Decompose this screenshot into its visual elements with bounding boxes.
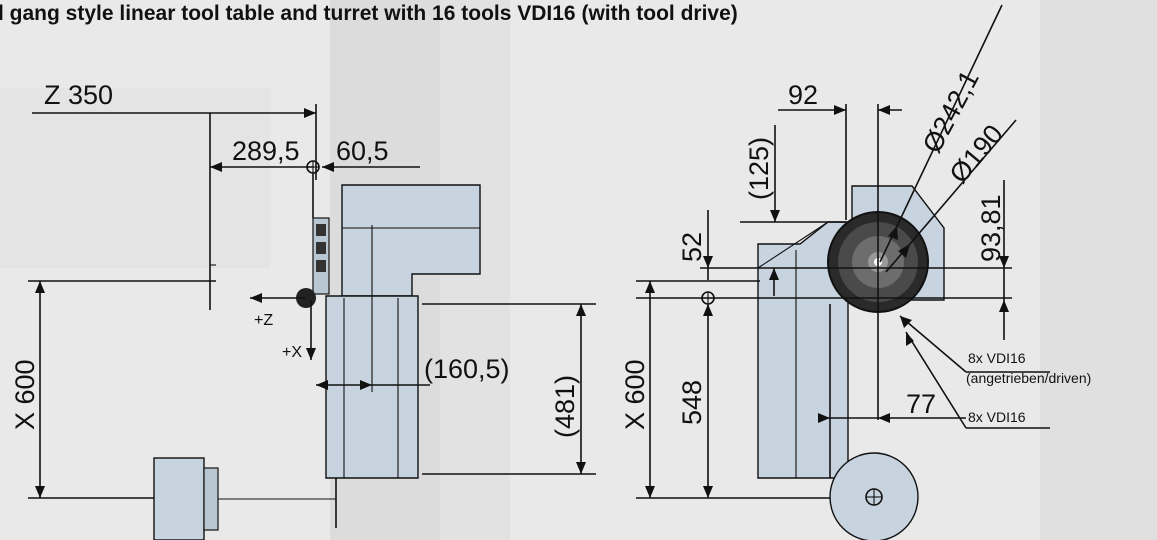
left-view: Z 350 289,5 60,5 +Z +X (160,5) (481): [10, 80, 596, 540]
lower-unit: [153, 457, 337, 540]
dim-125-label: (125): [744, 137, 774, 200]
dim-77-label: 77: [906, 389, 936, 419]
axis-x-label: +X: [282, 344, 302, 361]
note-driven-line1: 8x VDI16: [968, 350, 1026, 366]
axis-z-label: +Z: [254, 312, 273, 329]
background-panel: [1040, 0, 1157, 540]
x-stroke-label-right: X 600: [620, 359, 650, 430]
dim-9381-label: 93,81: [976, 194, 1006, 262]
lower-wheel: [829, 452, 919, 540]
dim-60-label: 60,5: [336, 136, 389, 166]
dim-548-label: 548: [677, 380, 707, 425]
note-driven-line2: (angetrieben/driven): [966, 370, 1091, 386]
tool-holders: [296, 217, 330, 308]
dim-92-label: 92: [788, 80, 818, 110]
dim-289-label: 289,5: [232, 136, 300, 166]
right-view: 92 (125) Ø242,1 Ø190 52 93,81: [620, 4, 1091, 540]
dim-481-label: (481): [550, 375, 580, 438]
background-panel: [0, 88, 270, 268]
page-title: l gang style linear tool table and turre…: [0, 2, 738, 25]
z-stroke-label: Z 350: [44, 80, 113, 110]
dim-160-label: (160,5): [424, 354, 510, 384]
x-stroke-label-left: X 600: [10, 359, 40, 430]
dim-52-label: 52: [677, 232, 707, 262]
note-static: 8x VDI16: [968, 409, 1026, 425]
